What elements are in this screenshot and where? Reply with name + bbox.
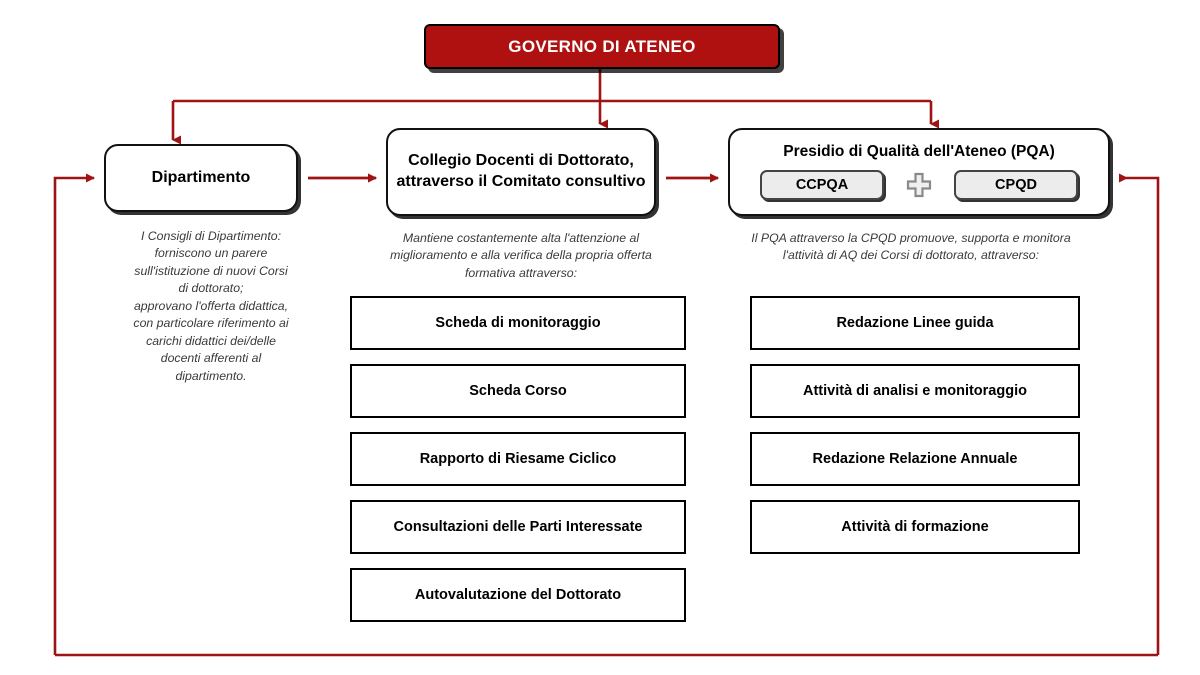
college-item-label: Consultazioni delle Parti Interessate: [393, 519, 643, 535]
pqa-item[interactable]: Attività di formazione: [750, 500, 1080, 554]
pqa-box[interactable]: Presidio di Qualità dell'Ateneo (PQA) CC…: [728, 128, 1110, 216]
ccpqa-chip[interactable]: CCPQA: [760, 170, 884, 201]
pqa-item[interactable]: Attività di analisi e monitoraggio: [750, 364, 1080, 418]
pqa-item[interactable]: Redazione Linee guida: [750, 296, 1080, 350]
college-item-label: Autovalutazione del Dottorato: [414, 587, 622, 603]
governo-di-ateneo-box[interactable]: GOVERNO DI ATENEO: [424, 24, 780, 69]
collegio-docenti-box[interactable]: Collegio Docenti di Dottorato, attravers…: [386, 128, 656, 216]
pqa-item[interactable]: Redazione Relazione Annuale: [750, 432, 1080, 486]
pqa-item-label: Redazione Linee guida: [836, 315, 994, 331]
dipartimento-box[interactable]: Dipartimento: [104, 144, 298, 212]
college-item[interactable]: Rapporto di Riesame Ciclico: [350, 432, 686, 486]
college-item[interactable]: Scheda di monitoraggio: [350, 296, 686, 350]
wire-feedback-right: [1119, 173, 1160, 655]
college-item-label: Scheda di monitoraggio: [435, 315, 601, 331]
collegio-docenti-title: Collegio Docenti di Dottorato, attravers…: [396, 152, 646, 190]
cpqd-label: CPQD: [995, 177, 1037, 194]
college-item-label: Scheda Corso: [469, 383, 567, 399]
plus-icon: [906, 172, 932, 198]
college-item-label: Rapporto di Riesame Ciclico: [419, 451, 617, 467]
dipartimento-caption: I Consigli di Dipartimento: forniscono u…: [133, 229, 289, 383]
college-item[interactable]: Scheda Corso: [350, 364, 686, 418]
collegio-docenti-caption: Mantiene costantemente alta l'attenzione…: [390, 231, 652, 280]
college-item[interactable]: Autovalutazione del Dottorato: [350, 568, 686, 622]
pqa-title: Presidio di Qualità dell'Ateneo (PQA): [783, 142, 1055, 160]
wire-feedback-left: [53, 173, 95, 655]
cpqd-chip[interactable]: CPQD: [954, 170, 1078, 201]
pqa-item-label: Attività di analisi e monitoraggio: [803, 383, 1027, 399]
college-item[interactable]: Consultazioni delle Parti Interessate: [350, 500, 686, 554]
pqa-item-label: Redazione Relazione Annuale: [812, 451, 1018, 467]
pqa-item-label: Attività di formazione: [841, 519, 989, 535]
ccpqa-label: CCPQA: [795, 177, 849, 194]
governo-di-ateneo-label: GOVERNO DI ATENEO: [508, 36, 696, 56]
pqa-caption: Il PQA attraverso la CPQD promuove, supp…: [751, 231, 1071, 263]
pqa-chip-row: CCPQA CPQD: [760, 170, 1078, 201]
dipartimento-title: Dipartimento: [151, 168, 251, 186]
